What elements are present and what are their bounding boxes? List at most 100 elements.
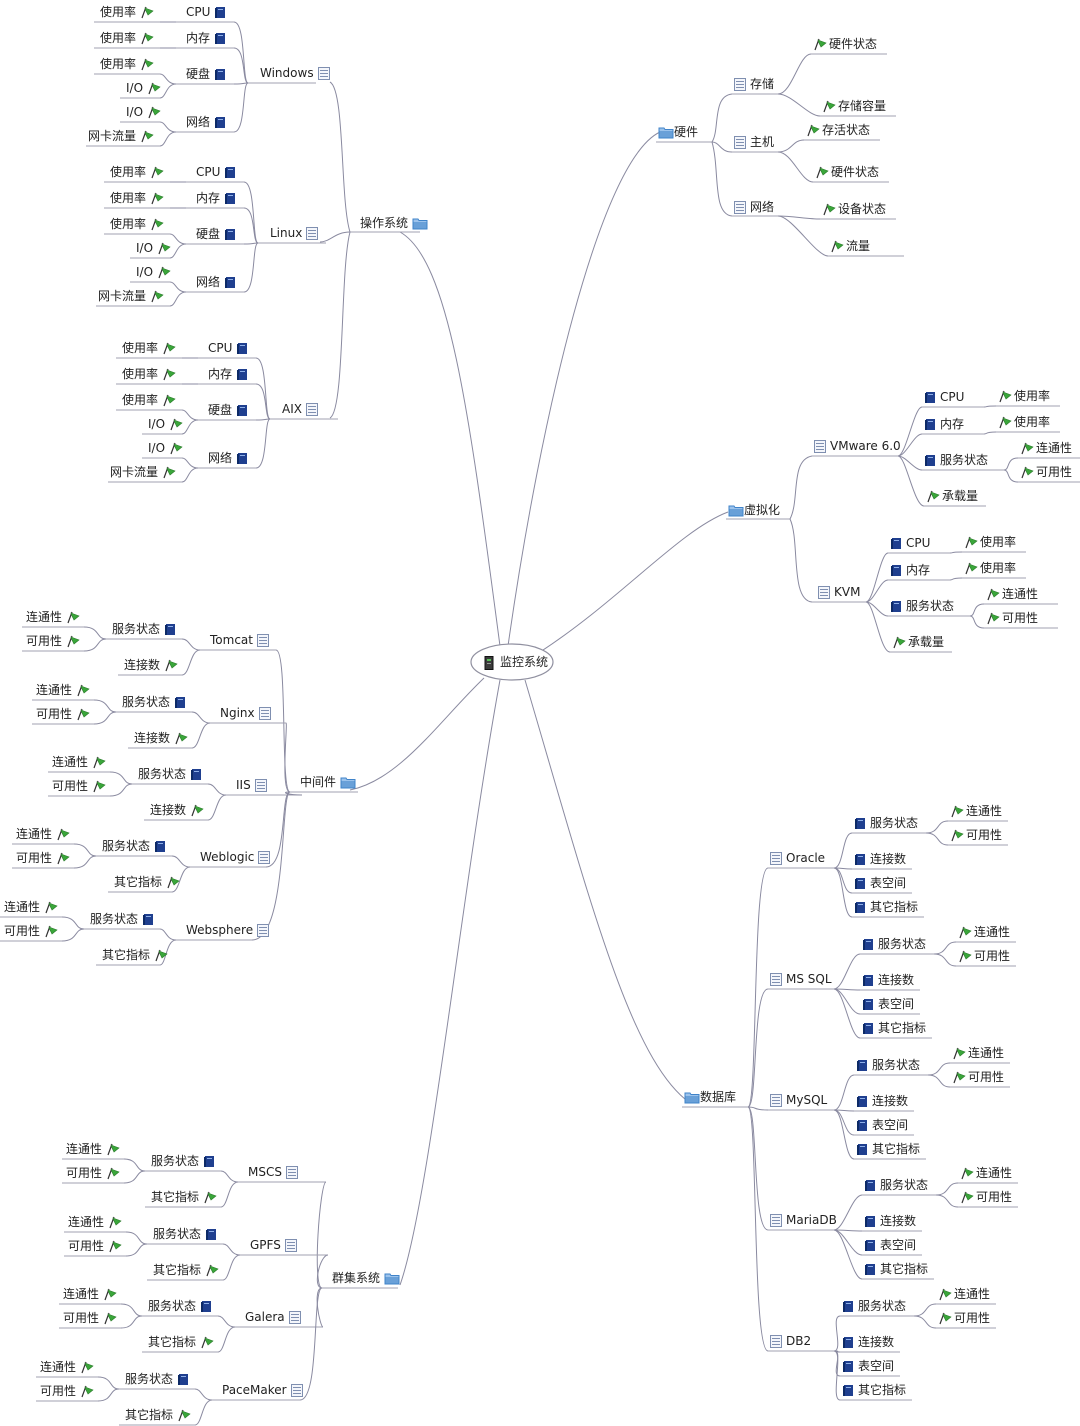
mw-websphere-conn_ok-flag[interactable]: 连通性 (4, 899, 58, 915)
mw-iis-conns-flag[interactable]: 连接数 (150, 802, 204, 818)
cl-gpfs-svc-node[interactable]: 服务状态 (153, 1226, 217, 1242)
db-mssql-conn_ok-flag[interactable]: 连通性 (958, 924, 1010, 940)
hw-storage-node[interactable]: 存储 (734, 76, 774, 92)
cl-mscs-conn_ok-flag[interactable]: 连通性 (66, 1141, 120, 1157)
db-db2-avail-flag[interactable]: 可用性 (938, 1310, 990, 1326)
db-mysql-svc-node[interactable]: 服务状态 (856, 1057, 920, 1073)
mw-weblogic-svc-node[interactable]: 服务状态 (102, 838, 166, 854)
virtual-node[interactable]: 虚拟化 (728, 502, 780, 518)
os-aix-mem-node[interactable]: 内存 (208, 366, 248, 382)
cl-gpfs-avail-flag[interactable]: 可用性 (68, 1238, 122, 1254)
db-mysql-avail-flag[interactable]: 可用性 (952, 1069, 1004, 1085)
db-db2-svc-node[interactable]: 服务状态 (842, 1298, 906, 1314)
os-aix-nic-flag[interactable]: 网卡流量 (110, 464, 176, 480)
mw-iis-node[interactable]: IIS (236, 777, 267, 793)
cl-gpfs-other-flag[interactable]: 其它指标 (153, 1262, 219, 1278)
cl-pacemaker-other-flag[interactable]: 其它指标 (125, 1407, 191, 1423)
db-db2-other-node[interactable]: 其它指标 (842, 1382, 906, 1398)
os-aix-usage-flag[interactable]: 使用率 (122, 366, 176, 382)
db-mysql-conns-node[interactable]: 连接数 (856, 1093, 908, 1109)
os-windows-cpu-node[interactable]: CPU (186, 4, 226, 20)
os-linux-node[interactable]: Linux (270, 225, 319, 241)
cl-galera-other-flag[interactable]: 其它指标 (148, 1334, 214, 1350)
cl-mscs-other-flag[interactable]: 其它指标 (151, 1189, 217, 1205)
vmware-svc-node[interactable]: 服务状态 (924, 452, 988, 468)
hw-traffic-flag[interactable]: 流量 (830, 238, 870, 254)
db-oracle-svc-node[interactable]: 服务状态 (854, 815, 918, 831)
mw-tomcat-conns-flag[interactable]: 连接数 (124, 657, 178, 673)
mw-nginx-svc-node[interactable]: 服务状态 (122, 694, 186, 710)
db-mysql-tablespace-node[interactable]: 表空间 (856, 1117, 908, 1133)
db-mssql-node[interactable]: MS SQL (770, 971, 832, 987)
os-aix-io-flag[interactable]: I/O (148, 440, 183, 456)
db-db2-conn_ok-flag[interactable]: 连通性 (938, 1286, 990, 1302)
mw-nginx-conn_ok-flag[interactable]: 连通性 (36, 682, 90, 698)
os-aix-io-flag[interactable]: I/O (148, 416, 183, 432)
middleware-node[interactable]: 中间件 (300, 774, 356, 790)
os-node[interactable]: 操作系统 (360, 215, 428, 231)
db-oracle-conn_ok-flag[interactable]: 连通性 (950, 803, 1002, 819)
vmware-usage-flag[interactable]: 使用率 (998, 414, 1050, 430)
mw-websphere-svc-node[interactable]: 服务状态 (90, 911, 154, 927)
os-windows-disk-node[interactable]: 硬盘 (186, 66, 226, 82)
os-linux-net-node[interactable]: 网络 (196, 274, 236, 290)
os-aix-usage-flag[interactable]: 使用率 (122, 392, 176, 408)
db-mssql-svc-node[interactable]: 服务状态 (862, 936, 926, 952)
os-windows-node[interactable]: Windows (260, 65, 330, 81)
cl-gpfs-node[interactable]: GPFS (250, 1237, 297, 1253)
os-windows-io-flag[interactable]: I/O (126, 104, 161, 120)
db-mariadb-other-node[interactable]: 其它指标 (864, 1261, 928, 1277)
cl-gpfs-conn_ok-flag[interactable]: 连通性 (68, 1214, 122, 1230)
kvm-avail-flag[interactable]: 可用性 (986, 610, 1038, 626)
db-mysql-other-node[interactable]: 其它指标 (856, 1141, 920, 1157)
mw-weblogic-node[interactable]: Weblogic (200, 849, 271, 865)
db-mariadb-avail-flag[interactable]: 可用性 (960, 1189, 1012, 1205)
db-oracle-other-node[interactable]: 其它指标 (854, 899, 918, 915)
os-linux-mem-node[interactable]: 内存 (196, 190, 236, 206)
mw-iis-svc-node[interactable]: 服务状态 (138, 766, 202, 782)
hw-host-hw-flag[interactable]: 硬件状态 (815, 164, 879, 180)
kvm-conn_ok-flag[interactable]: 连通性 (986, 586, 1038, 602)
vmware-mem-node[interactable]: 内存 (924, 416, 964, 432)
os-aix-usage-flag[interactable]: 使用率 (122, 340, 176, 356)
db-db2-node[interactable]: DB2 (770, 1333, 811, 1349)
vmware-conn_ok-flag[interactable]: 连通性 (1020, 440, 1072, 456)
hw-alive-flag[interactable]: 存活状态 (806, 122, 870, 138)
os-linux-disk-node[interactable]: 硬盘 (196, 226, 236, 242)
vmware-usage-flag[interactable]: 使用率 (998, 388, 1050, 404)
db-db2-conns-node[interactable]: 连接数 (842, 1334, 894, 1350)
os-windows-usage-flag[interactable]: 使用率 (100, 4, 154, 20)
cl-mscs-svc-node[interactable]: 服务状态 (151, 1153, 215, 1169)
mw-tomcat-conn_ok-flag[interactable]: 连通性 (26, 609, 80, 625)
os-aix-cpu-node[interactable]: CPU (208, 340, 248, 356)
cl-galera-svc-node[interactable]: 服务状态 (148, 1298, 212, 1314)
cl-mscs-avail-flag[interactable]: 可用性 (66, 1165, 120, 1181)
db-mysql-node[interactable]: MySQL (770, 1092, 827, 1108)
cl-pacemaker-avail-flag[interactable]: 可用性 (40, 1383, 94, 1399)
mw-websphere-node[interactable]: Websphere (186, 922, 270, 938)
db-oracle-node[interactable]: Oracle (770, 850, 825, 866)
os-linux-usage-flag[interactable]: 使用率 (110, 164, 164, 180)
os-linux-usage-flag[interactable]: 使用率 (110, 190, 164, 206)
mw-iis-avail-flag[interactable]: 可用性 (52, 778, 106, 794)
kvm-load-flag[interactable]: 承载量 (892, 634, 944, 650)
os-aix-net-node[interactable]: 网络 (208, 450, 248, 466)
vmware-cpu-node[interactable]: CPU (924, 389, 964, 405)
hw-host-node[interactable]: 主机 (734, 134, 774, 150)
db-mssql-other-node[interactable]: 其它指标 (862, 1020, 926, 1036)
mw-nginx-node[interactable]: Nginx (220, 705, 271, 721)
db-mssql-tablespace-node[interactable]: 表空间 (862, 996, 914, 1012)
kvm-svc-node[interactable]: 服务状态 (890, 598, 954, 614)
root-node[interactable]: 监控系统 (484, 654, 548, 670)
db-mariadb-conns-node[interactable]: 连接数 (864, 1213, 916, 1229)
vmware-avail-flag[interactable]: 可用性 (1020, 464, 1072, 480)
os-linux-cpu-node[interactable]: CPU (196, 164, 236, 180)
vmware-load-flag[interactable]: 承载量 (926, 488, 978, 504)
os-linux-io-flag[interactable]: I/O (136, 240, 171, 256)
kvm-usage-flag[interactable]: 使用率 (964, 560, 1016, 576)
kvm-usage-flag[interactable]: 使用率 (964, 534, 1016, 550)
mw-websphere-avail-flag[interactable]: 可用性 (4, 923, 58, 939)
db-mssql-conns-node[interactable]: 连接数 (862, 972, 914, 988)
db-mariadb-tablespace-node[interactable]: 表空间 (864, 1237, 916, 1253)
hw-status-flag[interactable]: 硬件状态 (813, 36, 877, 52)
